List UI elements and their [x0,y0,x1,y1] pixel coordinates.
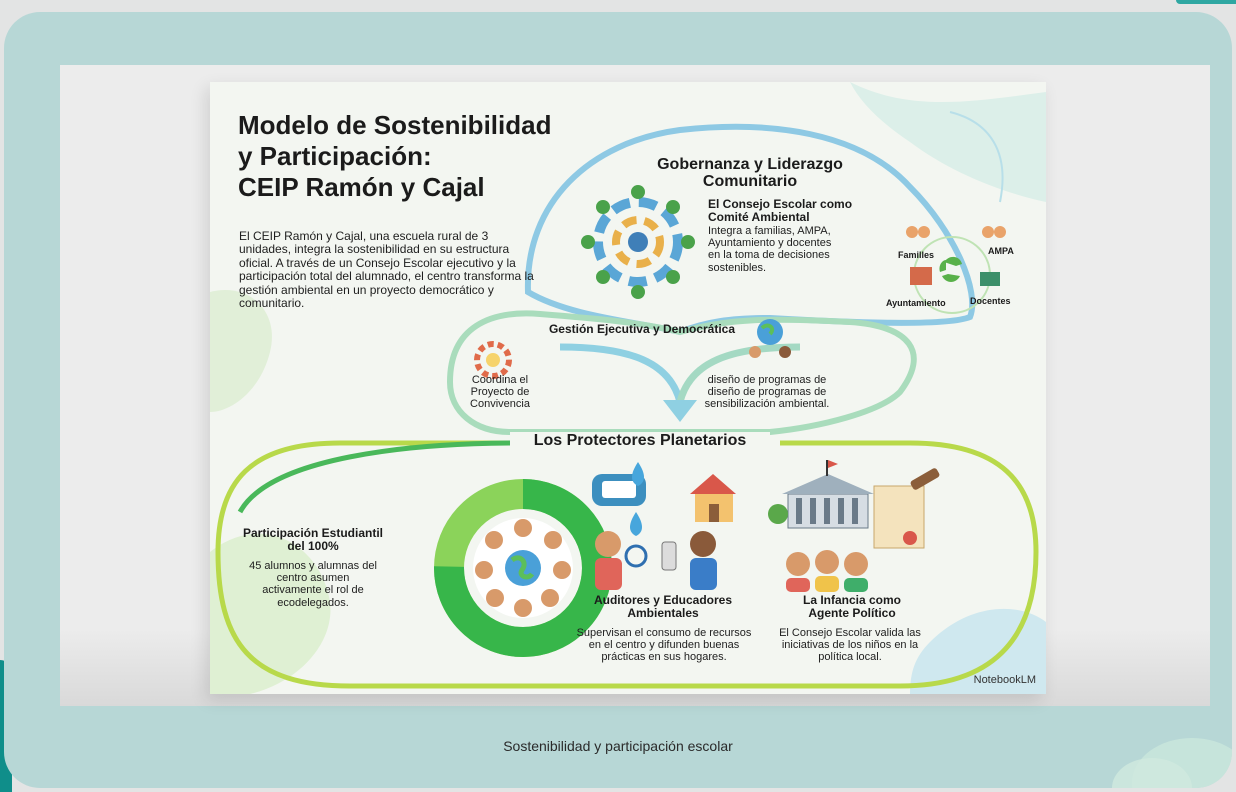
governance-heading: Gobernanza y Liderazgo Comunitario [657,156,843,190]
label-ayuntamiento: Ayuntamiento [886,298,946,308]
infographic-poster: Modelo de Sostenibilidad y Participación… [210,82,1046,694]
notebooklm-watermark: NotebookLM [973,674,1036,686]
executive-heading: Gestión Ejecutiva y Democrática [548,322,736,336]
poster-artwork [210,82,1046,694]
executive-right-text: diseño de programas de diseño de program… [704,374,830,411]
poster-title: Modelo de Sostenibilidad y Participación… [238,110,638,203]
poster-title-line: CEIP Ramón y Cajal [238,172,485,202]
auditors-text: Supervisan el consumo de recursos en el … [576,627,752,664]
executive-left-text: Coordina el Proyecto de Convivencia [470,374,530,411]
infographic-photo[interactable]: Modelo de Sostenibilidad y Participación… [60,65,1210,706]
label-ampa: AMPA [988,246,1014,256]
participation-text: 45 alumnos y alumnas del centro asumen a… [249,560,377,609]
agent-text: El Consejo Escolar valida las iniciativa… [779,627,921,664]
governance-text: Integra a familias, AMPA, Ayuntamiento y… [708,225,832,274]
window-frame-accent [1176,0,1236,4]
poster-title-line: y Participación: [238,141,432,171]
label-families: Familles [898,250,935,260]
agent-title: La Infancia como Agente Político [802,593,902,620]
poster-title-line: Modelo de Sostenibilidad [238,110,552,140]
label-docentes: Docentes [970,296,1011,306]
participation-title: Participación Estudiantil del 100% [242,526,384,553]
image-card: Modelo de Sostenibilidad y Participación… [4,12,1232,788]
auditors-title: Auditores y Educadores Ambientales [593,593,733,620]
image-caption: Sostenibilidad y participación escolar [503,738,733,754]
poster-intro: El CEIP Ramón y Cajal, una escuela rural… [239,229,534,311]
protectors-heading: Los Protectores Planetarios [510,432,770,450]
governance-subheading: El Consejo Escolar como Comité Ambiental [708,197,853,224]
